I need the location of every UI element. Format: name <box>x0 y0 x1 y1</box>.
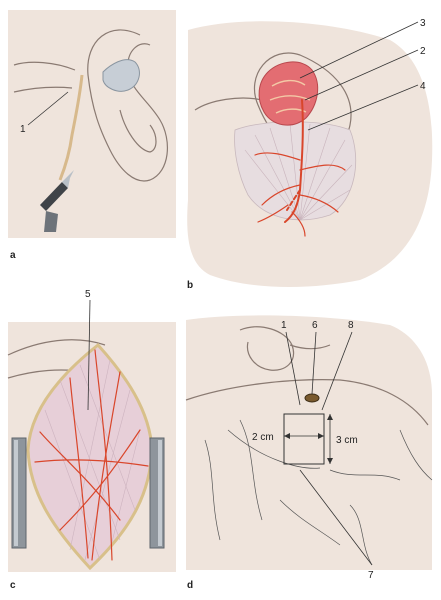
callout-6-label: 6 <box>312 320 318 331</box>
width-arrow-right <box>318 433 324 439</box>
fascia-striations-b <box>244 123 353 221</box>
scalpel-blade <box>62 170 74 188</box>
callout-2-label: 2 <box>420 46 426 57</box>
panel-d-label: d <box>187 580 193 591</box>
graft-outline <box>283 413 325 465</box>
neck-outline <box>194 97 263 111</box>
callout-3-label: 3 <box>420 18 426 29</box>
callout-3-leader <box>299 21 419 79</box>
skin-fold <box>13 61 76 71</box>
left-retractor <box>11 437 27 549</box>
punch-biopsy-site <box>304 393 320 403</box>
panel-b-label: b <box>187 280 193 291</box>
panel-b: 3 2 4 b <box>187 18 433 291</box>
vessel-branches-b <box>254 152 346 237</box>
panel-a-background <box>8 10 176 238</box>
nose-outline <box>289 344 331 350</box>
callout-1-leader-a <box>27 91 69 126</box>
scalpel-handle <box>44 211 58 232</box>
jaw-outline <box>185 379 429 426</box>
fascia-vessels-c <box>34 349 149 561</box>
width-dimension-label: 2 cm <box>252 432 274 443</box>
callout-1-label-a: 1 <box>20 124 26 135</box>
scalpel-icon <box>40 182 68 211</box>
skin-crease-lines <box>204 419 433 566</box>
panel-c-label: c <box>10 580 16 591</box>
width-arrow-left <box>284 433 290 439</box>
tissue-mass-texture <box>269 79 311 114</box>
callout-5-label: 5 <box>85 289 91 300</box>
panel-c: 5 c <box>7 289 176 591</box>
callout-8-leader <box>321 331 353 411</box>
panel-d-background <box>186 315 432 570</box>
callout-4-leader <box>307 84 419 131</box>
panel-a: 1 a <box>8 10 176 261</box>
callout-5-leader <box>87 299 91 411</box>
cartilage-graft <box>102 59 140 92</box>
ear-outline-d <box>239 326 294 371</box>
callout-2-leader <box>304 49 419 101</box>
panel-d: 2 cm 3 cm 1 6 8 7 d <box>185 315 433 591</box>
callout-4-label: 4 <box>420 81 426 92</box>
skin-fold-2 <box>13 86 73 93</box>
fascia-striations-c <box>44 359 141 561</box>
callout-7-label: 7 <box>368 570 374 581</box>
height-arrow-bottom <box>327 458 333 464</box>
vessel-dashed <box>286 189 301 211</box>
height-arrow-top <box>327 414 333 420</box>
height-dimension-label: 3 cm <box>336 435 358 446</box>
skin-fold-c <box>7 339 106 356</box>
exposed-fascia <box>26 342 154 571</box>
callout-1-label-d: 1 <box>281 320 287 331</box>
callout-6-leader <box>311 331 317 395</box>
incision-line <box>58 74 84 181</box>
panel-a-label: a <box>10 250 16 261</box>
callout-7-leader <box>299 469 373 566</box>
right-retractor <box>149 437 165 549</box>
ear-inner-outline <box>119 109 157 153</box>
callout-8-label: 8 <box>348 320 354 331</box>
callout-1-leader-d <box>285 331 301 406</box>
